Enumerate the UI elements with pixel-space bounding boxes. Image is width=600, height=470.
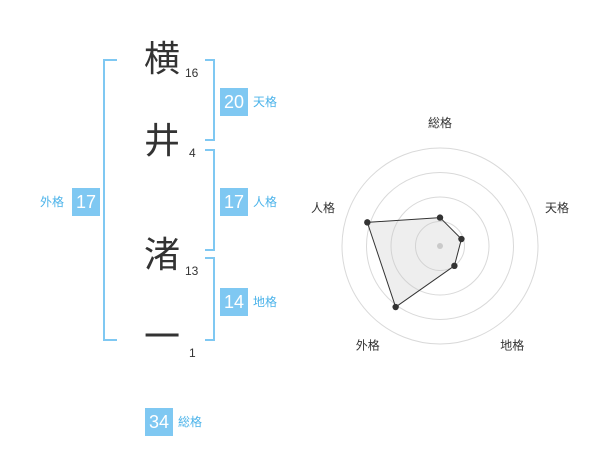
- tenkaku-value: 20: [220, 88, 248, 116]
- radar-axis-label-3: 地格: [500, 338, 524, 353]
- radar-axis-label-1: 総格: [428, 115, 452, 130]
- name-char-4: 一: [143, 317, 180, 358]
- chikaku-value: 14: [220, 288, 248, 316]
- gaikaku-label: 外格: [40, 195, 65, 209]
- chikaku-label: 地格: [253, 295, 278, 309]
- radar-center: [437, 243, 443, 249]
- chikaku-bracket: [205, 257, 215, 341]
- jinkaku-value: 17: [220, 188, 248, 216]
- radar-ring-2: [390, 196, 490, 296]
- tenkaku-label: 天格: [253, 95, 278, 109]
- radar-ring-1: [415, 221, 465, 271]
- jinkaku-bracket: [205, 149, 215, 251]
- name-char-3: 渚: [143, 235, 180, 276]
- soukaku-value: 34: [145, 408, 173, 436]
- radar-point-1: [436, 214, 444, 221]
- radar-area: [366, 217, 462, 308]
- radar-point-5: [364, 219, 371, 226]
- radar-axis-label-5: 人格: [311, 200, 335, 215]
- stroke-count-3: 13: [185, 264, 199, 278]
- gaikaku-value: 17: [72, 188, 100, 216]
- name-char-1: 横: [143, 39, 180, 80]
- radar-axis-label-2: 天格: [545, 200, 569, 215]
- radar-point-2: [458, 235, 465, 243]
- stroke-count-2: 4: [189, 146, 196, 160]
- stroke-count-4: 1: [189, 346, 196, 360]
- radar-ring-3: [366, 172, 514, 320]
- gaikaku-bracket: [103, 59, 117, 341]
- soukaku-label: 総格: [178, 415, 203, 429]
- tenkaku-bracket: [205, 59, 215, 141]
- radar-point-4: [392, 303, 399, 311]
- name-char-2: 井: [143, 121, 180, 162]
- radar-axis-label-4: 外格: [356, 338, 380, 353]
- radar-ring-4: [341, 147, 539, 345]
- jinkaku-label: 人格: [253, 195, 278, 209]
- radar-point-3: [451, 262, 458, 270]
- stroke-count-1: 16: [185, 66, 199, 80]
